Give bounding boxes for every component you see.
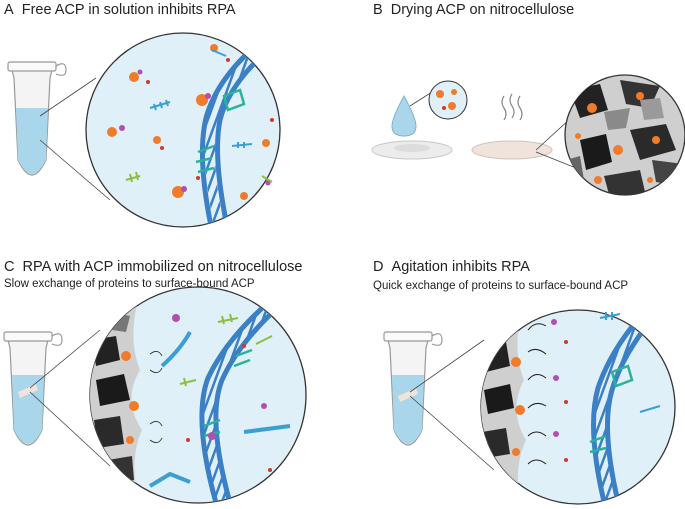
panel-d-zoom-circle	[480, 309, 676, 505]
panel-d-zoom-line-bottom	[409, 395, 495, 471]
panel-b-title: B Drying ACP on nitrocellulose	[373, 2, 574, 18]
panel-a-zoom-line-top	[39, 77, 97, 117]
panel-b-droplet	[391, 94, 417, 137]
panel-b-wavy-lines	[501, 93, 523, 121]
panel-a-zoom-line-bottom	[39, 139, 111, 201]
panel-a-zoom-circle	[85, 32, 281, 228]
panel-d-zoom-line-top	[409, 339, 485, 393]
panel-c-zoom-line-bottom	[29, 391, 111, 467]
panel-d-tube	[383, 331, 443, 446]
panel-b-nitrocellulose-zoom-circle	[564, 74, 685, 196]
panel-a-title-text: Free ACP in solution inhibits RPA	[21, 2, 236, 18]
panel-b-membrane-disc-white	[371, 140, 453, 160]
panel-c-title: C RPA with ACP immobilized on nitrocellu…	[4, 259, 302, 275]
panel-b-zoom-line	[409, 91, 433, 107]
panel-c-letter: C	[4, 259, 15, 275]
panel-d-subtitle: Quick exchange of proteins to surface-bo…	[373, 280, 629, 292]
panel-b-membrane-disc-dried	[471, 140, 553, 160]
panel-c-zoom-circle	[89, 286, 307, 504]
panel-a-title: A Free ACP in solution inhibits RPA	[4, 2, 236, 18]
panel-d-title: D Agitation inhibits RPA	[373, 259, 530, 275]
panel-b-letter: B	[373, 2, 383, 18]
panel-d-title-text: Agitation inhibits RPA	[391, 259, 530, 275]
panel-c-title-text: RPA with ACP immobilized on nitrocellulo…	[22, 259, 303, 275]
panel-c-tube	[3, 331, 63, 446]
panel-a-tube	[7, 61, 67, 176]
panel-c-zoom-line-top	[29, 329, 101, 389]
panel-b-small-zoom-circle	[428, 80, 468, 120]
panel-b-title-text: Drying ACP on nitrocellulose	[390, 2, 575, 18]
panel-a-letter: A	[4, 2, 14, 18]
panel-d-letter: D	[373, 259, 384, 275]
